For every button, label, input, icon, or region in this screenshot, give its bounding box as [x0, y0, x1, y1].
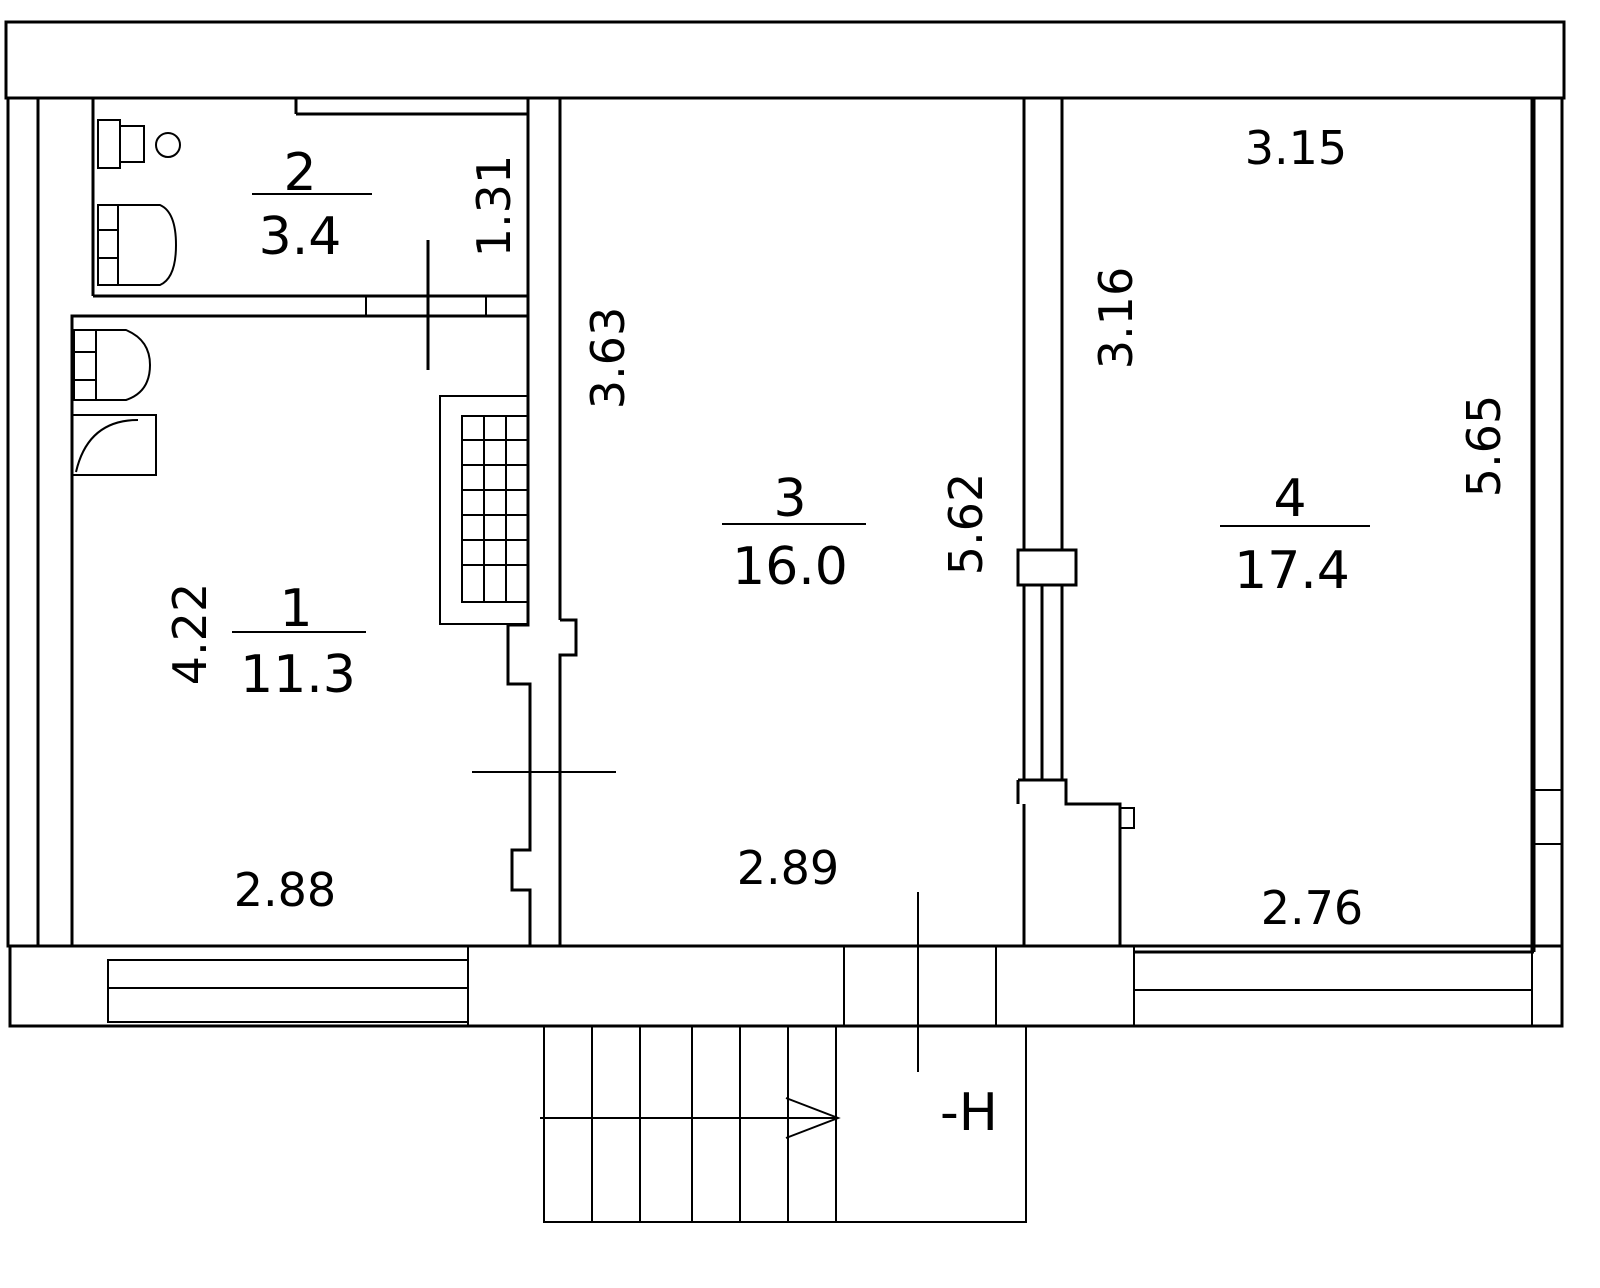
bathtub-icon — [97, 204, 178, 286]
stair-arrow-icon — [785, 1097, 841, 1139]
partition-column-lower — [1018, 778, 1122, 946]
outer-wall-left — [6, 96, 40, 948]
partition-column — [1016, 548, 1078, 587]
sink-icon — [73, 329, 152, 401]
room4-area: 17.4 — [1234, 541, 1350, 601]
corridor-length-label: 3.16 — [1089, 267, 1143, 369]
toilet-icon — [97, 119, 181, 169]
room2-door-gap — [365, 295, 487, 317]
corridor-notch — [1119, 807, 1135, 829]
room3-area: 16.0 — [732, 537, 848, 597]
outer-wall-bottom — [8, 944, 1564, 1028]
room3-side-upper-label: 3.63 — [581, 307, 635, 409]
room3-side-right-label: 5.62 — [939, 473, 993, 575]
room2-area: 3.4 — [259, 207, 342, 267]
room1-height-label: 4.22 — [163, 583, 217, 685]
partition-left-jog — [558, 618, 578, 946]
room4-height-label: 5.65 — [1457, 395, 1511, 497]
heater-icon — [439, 395, 529, 625]
room1-area: 11.3 — [240, 645, 356, 705]
bottom-window-left — [107, 959, 469, 1023]
stove-icon — [71, 414, 157, 476]
room1-width-label: 2.88 — [234, 863, 336, 917]
right-window — [1533, 789, 1563, 845]
outer-wall-top — [4, 20, 1566, 100]
room4-number: 4 — [1273, 469, 1306, 529]
room4-width-bottom-label: 2.76 — [1261, 881, 1363, 935]
stair-steps — [540, 1026, 837, 1222]
room1-number: 1 — [279, 579, 312, 639]
room4-width-top-label: 3.15 — [1245, 121, 1347, 175]
room3-number: 3 — [773, 469, 806, 529]
room3-width-label: 2.89 — [737, 841, 839, 895]
stair-box — [543, 1025, 1027, 1223]
stair-label: -H — [940, 1083, 998, 1143]
room2-height-label: 1.31 — [467, 155, 521, 257]
